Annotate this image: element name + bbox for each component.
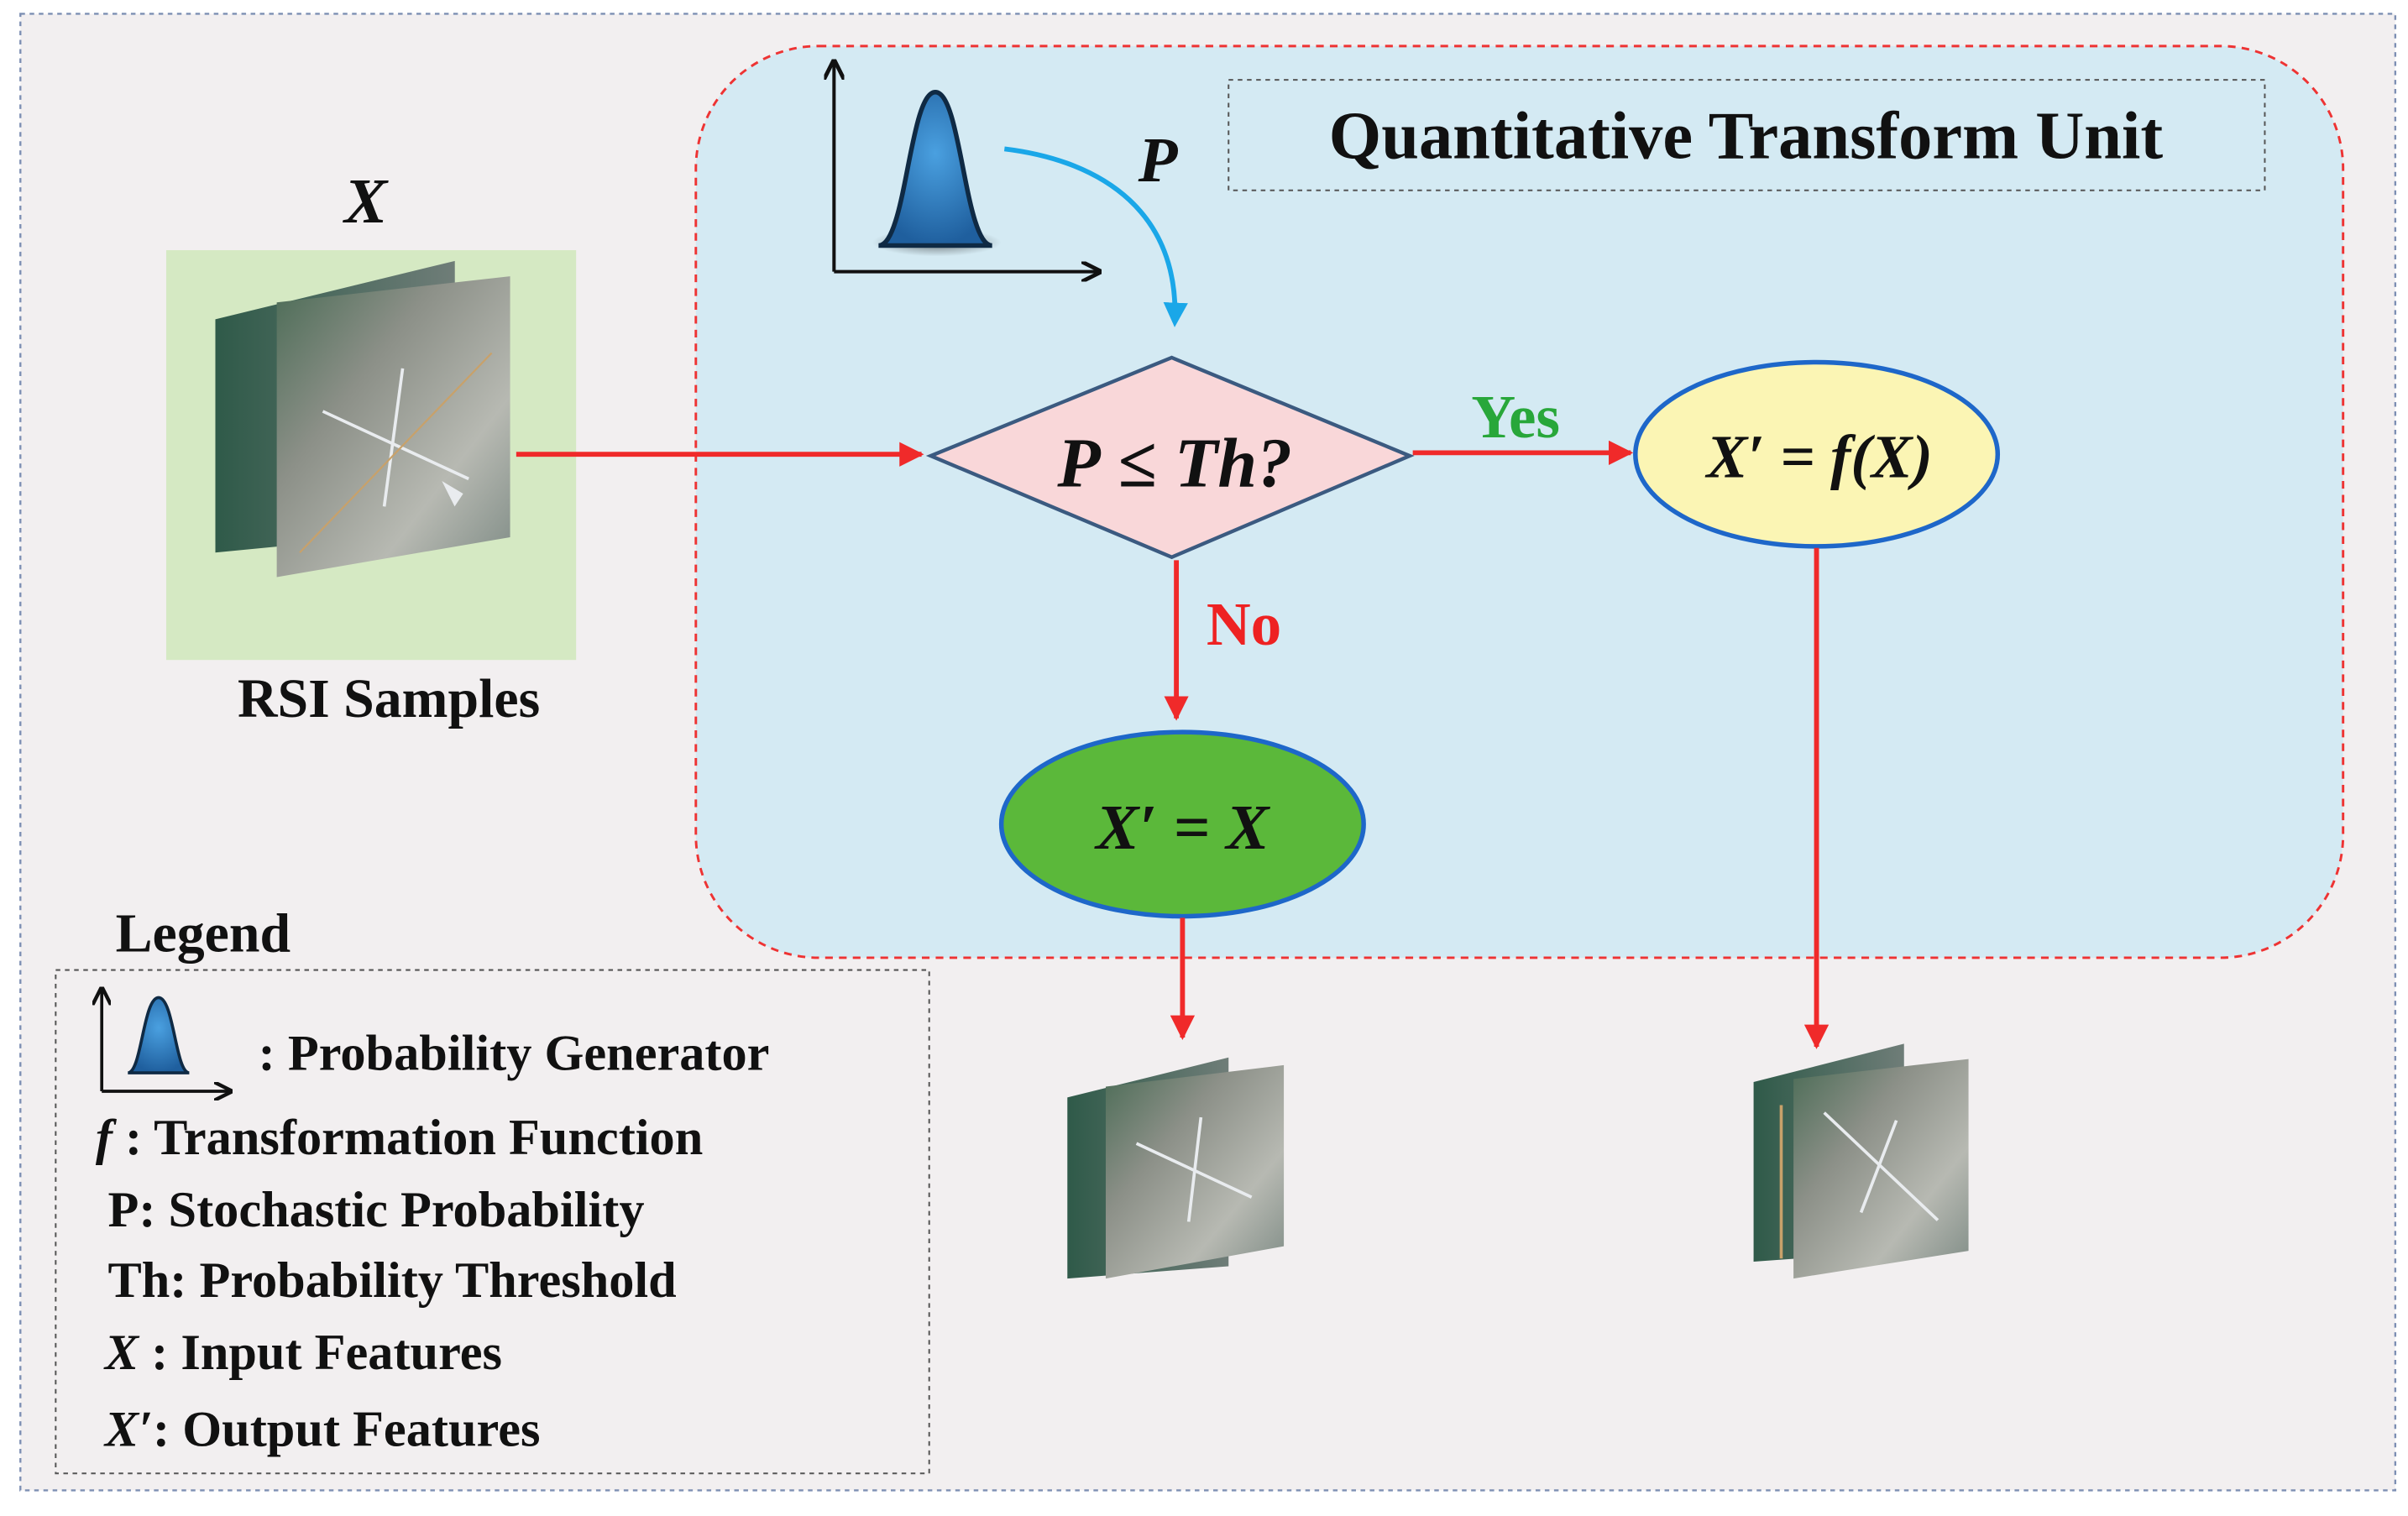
probability-generator-icon: [834, 61, 1099, 271]
legend-item-generator: : Probability Generator: [259, 1025, 770, 1081]
legend-title: Legend: [116, 903, 291, 964]
probability-arrow: [1003, 146, 1188, 327]
input-symbol: X: [343, 165, 389, 237]
yes-label: Yes: [1471, 383, 1560, 451]
transform-unit-region: [694, 44, 2345, 959]
legend-item-input: X : Input Features: [103, 1325, 502, 1381]
unchanged-output-sample: [1067, 1057, 1285, 1279]
yes-output-node: [1633, 359, 2001, 549]
decision-condition: P ≤ Th?: [1056, 425, 1292, 503]
legend-item-output: X′: Output Features: [103, 1401, 541, 1457]
legend-item-probability: P: Stochastic Probability: [108, 1182, 645, 1238]
unit-title-box: [1228, 79, 2266, 191]
input-caption: RSI Samples: [238, 668, 540, 729]
legend-item-transformation: f : Transformation Function: [96, 1110, 703, 1166]
decision-diamond: [925, 355, 1415, 560]
probability-label: P: [1138, 124, 1179, 196]
unit-title: Quantitative Transform Unit: [1329, 98, 2164, 173]
legend-generator-icon: [102, 989, 231, 1092]
input-sample: [165, 250, 577, 661]
no-output-text: X′ = X: [1094, 792, 1270, 863]
transformed-output-sample: [1753, 1043, 1969, 1279]
legend-box: [55, 969, 930, 1475]
no-output-node: [998, 729, 1366, 919]
yes-output-text: X′ = f(X): [1704, 423, 1932, 491]
legend-item-threshold: Th: Probability Threshold: [108, 1252, 677, 1309]
no-label: No: [1207, 590, 1281, 658]
